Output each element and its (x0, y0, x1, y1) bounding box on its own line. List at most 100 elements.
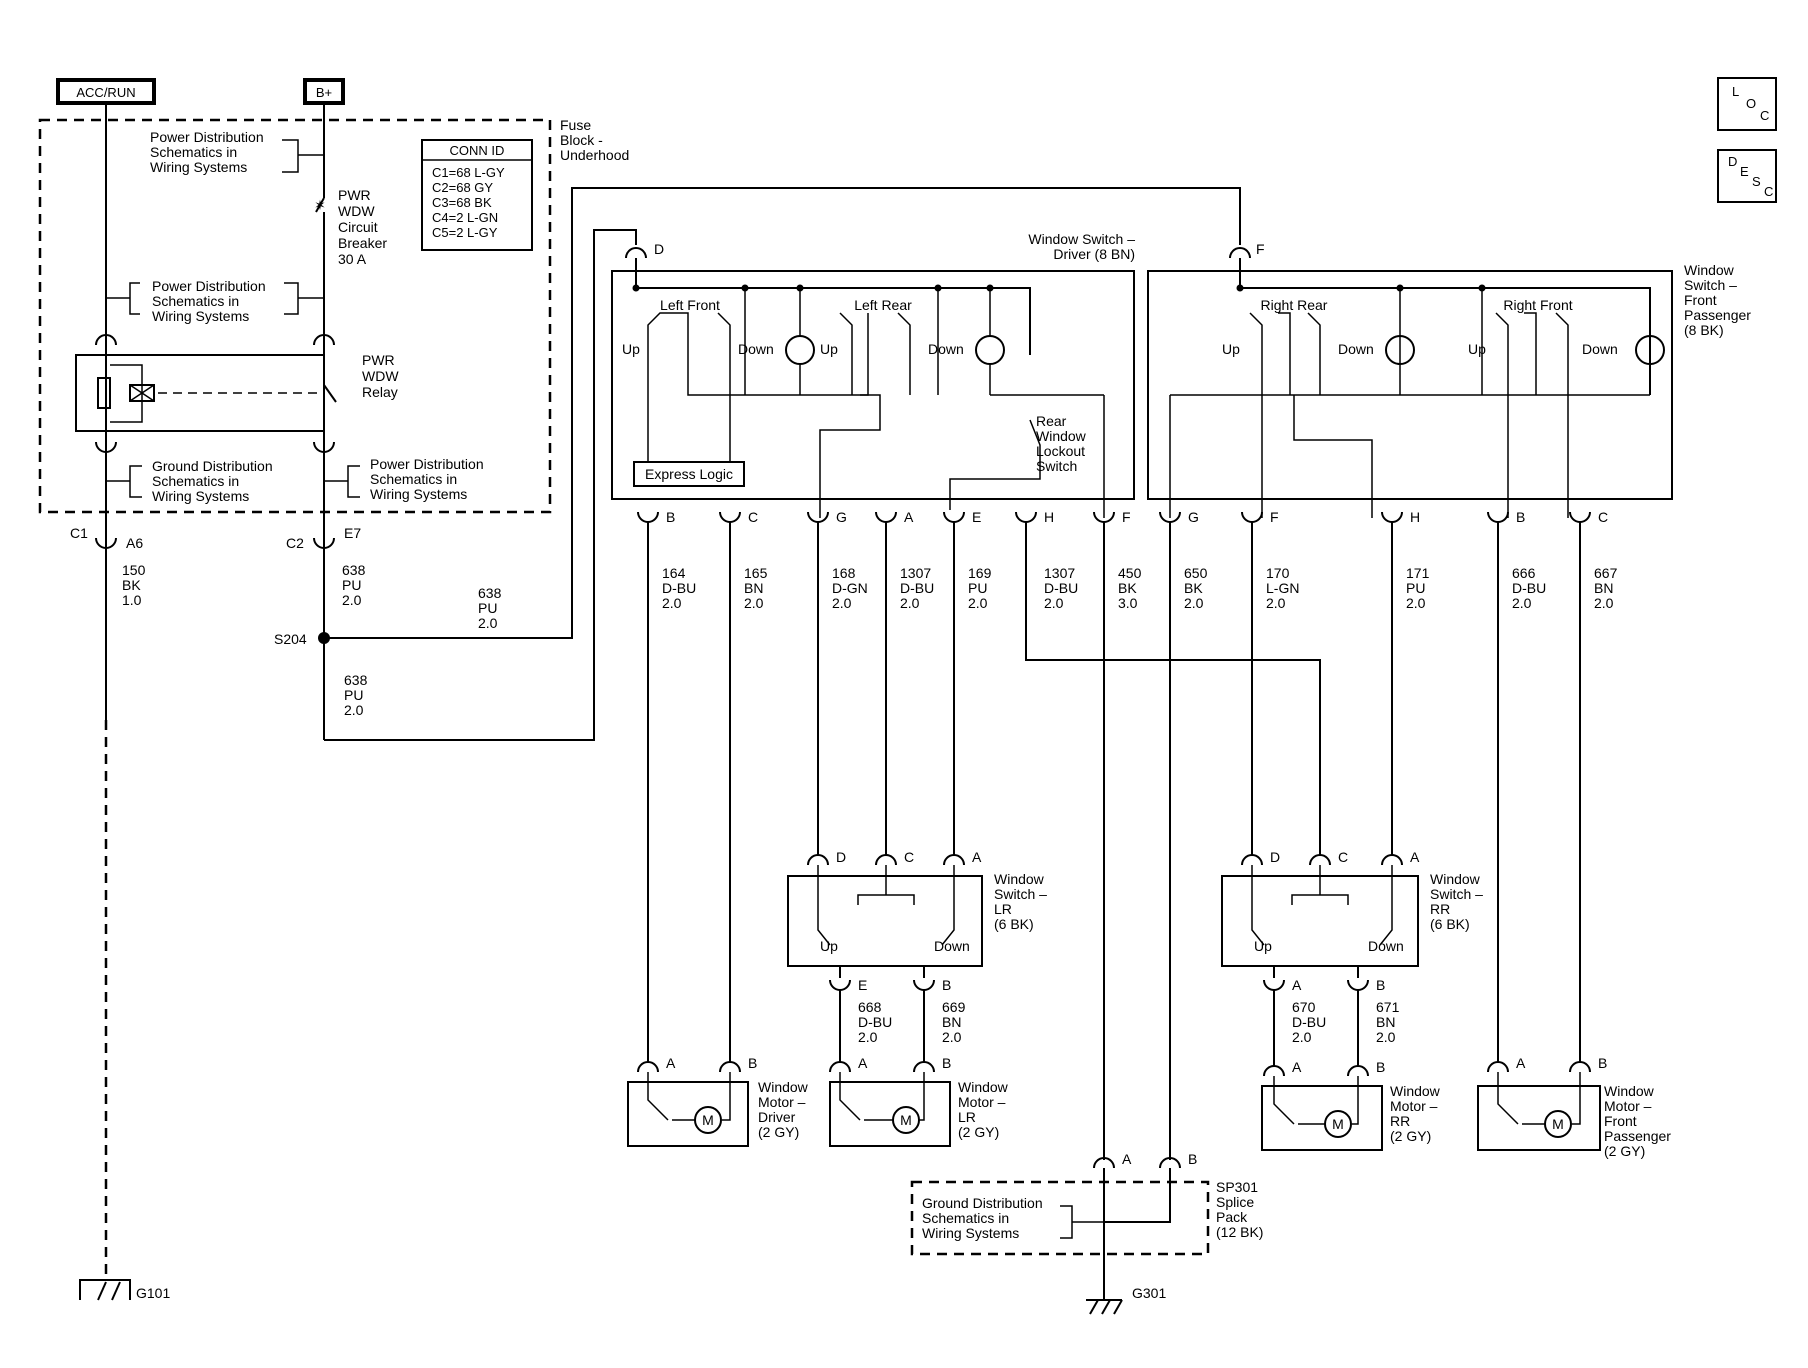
svg-text:BN: BN (1376, 1014, 1395, 1030)
svg-text:1307: 1307 (1044, 565, 1075, 581)
svg-text:D: D (654, 241, 664, 257)
svg-text:Down: Down (738, 341, 774, 357)
svg-text:Schematics in: Schematics in (370, 471, 457, 487)
svg-text:2.0: 2.0 (1376, 1029, 1396, 1045)
wire-638-c: 638 PU 2.0 (344, 672, 368, 718)
svg-text:D-BU: D-BU (1292, 1014, 1326, 1030)
loc-button[interactable]: L O C (1717, 77, 1777, 131)
svg-text:S204: S204 (274, 631, 307, 647)
power-distribution-ref-mid: Power Distribution Schematics in Wiring … (106, 278, 324, 324)
svg-text:2.0: 2.0 (342, 592, 362, 608)
svg-text:1.0: 1.0 (122, 592, 142, 608)
svg-text:30 A: 30 A (338, 251, 367, 267)
svg-text:Up: Up (622, 341, 640, 357)
svg-text:638: 638 (342, 562, 366, 578)
svg-text:BK: BK (122, 577, 141, 593)
svg-text:Down: Down (934, 938, 970, 954)
svg-text:2.0: 2.0 (1594, 595, 1614, 611)
svg-text:BK: BK (1118, 580, 1137, 596)
svg-text:2.0: 2.0 (968, 595, 988, 611)
svg-text:E: E (1740, 164, 1749, 179)
svg-text:Down: Down (928, 341, 964, 357)
svg-text:168: 168 (832, 565, 856, 581)
svg-text:Window: Window (1390, 1083, 1441, 1099)
svg-text:L-GN: L-GN (1266, 580, 1299, 596)
svg-text:A: A (1516, 1055, 1526, 1071)
svg-text:A: A (666, 1055, 676, 1071)
svg-text:RR: RR (1430, 901, 1450, 917)
svg-text:B: B (748, 1055, 757, 1071)
svg-text:PWR: PWR (338, 187, 371, 203)
svg-text:2.0: 2.0 (900, 595, 920, 611)
svg-text:M: M (702, 1112, 714, 1128)
svg-text:G: G (1188, 509, 1199, 525)
svg-text:Up: Up (820, 341, 838, 357)
motor-lr: A B M Window Motor – LR (2 GY) (829, 1055, 1009, 1147)
svg-text:Motor –: Motor – (1604, 1098, 1652, 1114)
svg-text:G301: G301 (1132, 1285, 1166, 1301)
svg-text:M: M (900, 1112, 912, 1128)
svg-text:Driver: Driver (758, 1109, 796, 1125)
svg-text:667: 667 (1594, 565, 1618, 581)
wire-150: 150 BK 1.0 (122, 562, 146, 608)
svg-text:666: 666 (1512, 565, 1536, 581)
svg-text:C3=68 BK: C3=68 BK (432, 195, 492, 210)
svg-text:638: 638 (344, 672, 368, 688)
svg-text:A: A (972, 849, 982, 865)
svg-text:F: F (1122, 509, 1131, 525)
svg-text:PU: PU (344, 687, 363, 703)
svg-text:C2=68 GY: C2=68 GY (432, 180, 493, 195)
svg-text:638: 638 (478, 585, 502, 601)
svg-text:(2 GY): (2 GY) (1390, 1128, 1431, 1144)
rr-window-switch: D C A Up Down A B Window Switch – RR (6 … (1221, 849, 1483, 993)
motor-rr: A B M Window Motor – RR (2 GY) (1261, 1059, 1441, 1151)
svg-text:D: D (1728, 154, 1737, 169)
svg-text:Window: Window (1684, 262, 1735, 278)
svg-text:2.0: 2.0 (1406, 595, 1426, 611)
svg-text:C: C (1338, 849, 1348, 865)
svg-text:A: A (1410, 849, 1420, 865)
svg-text:165: 165 (744, 565, 768, 581)
svg-text:Breaker: Breaker (338, 235, 387, 251)
svg-text:F: F (1256, 241, 1265, 257)
svg-text:169: 169 (968, 565, 992, 581)
svg-text:B: B (942, 1055, 951, 1071)
connector-c1-c2: C1 A6 C2 E7 (70, 525, 361, 551)
svg-text:1307: 1307 (900, 565, 931, 581)
svg-text:✶: ✶ (314, 197, 326, 213)
svg-text:C: C (1760, 108, 1769, 123)
svg-text:ACC/RUN: ACC/RUN (76, 85, 135, 100)
wire-runs (647, 522, 1581, 1160)
svg-text:(6 BK): (6 BK) (1430, 916, 1470, 932)
svg-text:RR: RR (1390, 1113, 1410, 1129)
svg-text:C1=68 L-GY: C1=68 L-GY (432, 165, 505, 180)
svg-text:WDW: WDW (338, 203, 375, 219)
svg-text:Window: Window (1430, 871, 1481, 887)
svg-text:Passenger: Passenger (1684, 307, 1751, 323)
svg-text:PU: PU (1406, 580, 1425, 596)
svg-text:A: A (904, 509, 914, 525)
svg-text:2.0: 2.0 (1266, 595, 1286, 611)
svg-text:Up: Up (1254, 938, 1272, 954)
svg-text:(2 GY): (2 GY) (1604, 1143, 1645, 1159)
svg-text:Window: Window (1604, 1083, 1655, 1099)
svg-text:2.0: 2.0 (832, 595, 852, 611)
svg-text:Motor –: Motor – (958, 1094, 1006, 1110)
svg-text:Right Front: Right Front (1503, 297, 1572, 313)
wire-668-669: 668 D-BU 2.0 669 BN 2.0 (858, 999, 966, 1045)
svg-text:2.0: 2.0 (1184, 595, 1204, 611)
svg-text:2.0: 2.0 (344, 702, 364, 718)
svg-text:Up: Up (1222, 341, 1240, 357)
ground-g301: G301 (1086, 1285, 1166, 1315)
svg-text:S: S (1752, 174, 1761, 189)
svg-text:2.0: 2.0 (744, 595, 764, 611)
desc-button[interactable]: D E S C (1717, 149, 1777, 203)
svg-text:650: 650 (1184, 565, 1208, 581)
svg-text:Wiring Systems: Wiring Systems (150, 159, 247, 175)
svg-text:2.0: 2.0 (1292, 1029, 1312, 1045)
svg-text:F: F (1270, 509, 1279, 525)
svg-text:Down: Down (1338, 341, 1374, 357)
svg-text:D-BU: D-BU (662, 580, 696, 596)
svg-text:Up: Up (820, 938, 838, 954)
